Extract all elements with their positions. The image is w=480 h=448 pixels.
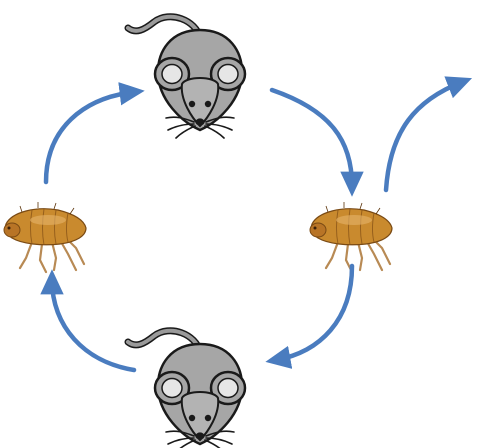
arrow-mouse-bottom-to-flea-left bbox=[52, 280, 134, 370]
arrow-flea-right-to-outside bbox=[386, 82, 462, 190]
arrow-mouse-top-to-flea-right bbox=[272, 90, 352, 186]
arrow-flea-left-to-mouse-top bbox=[46, 92, 134, 182]
flea-right bbox=[310, 202, 392, 272]
flea-left bbox=[4, 202, 86, 272]
mouse-top bbox=[128, 17, 245, 138]
mouse-bottom bbox=[128, 331, 245, 448]
arrow-flea-right-to-mouse-bottom bbox=[276, 266, 352, 360]
